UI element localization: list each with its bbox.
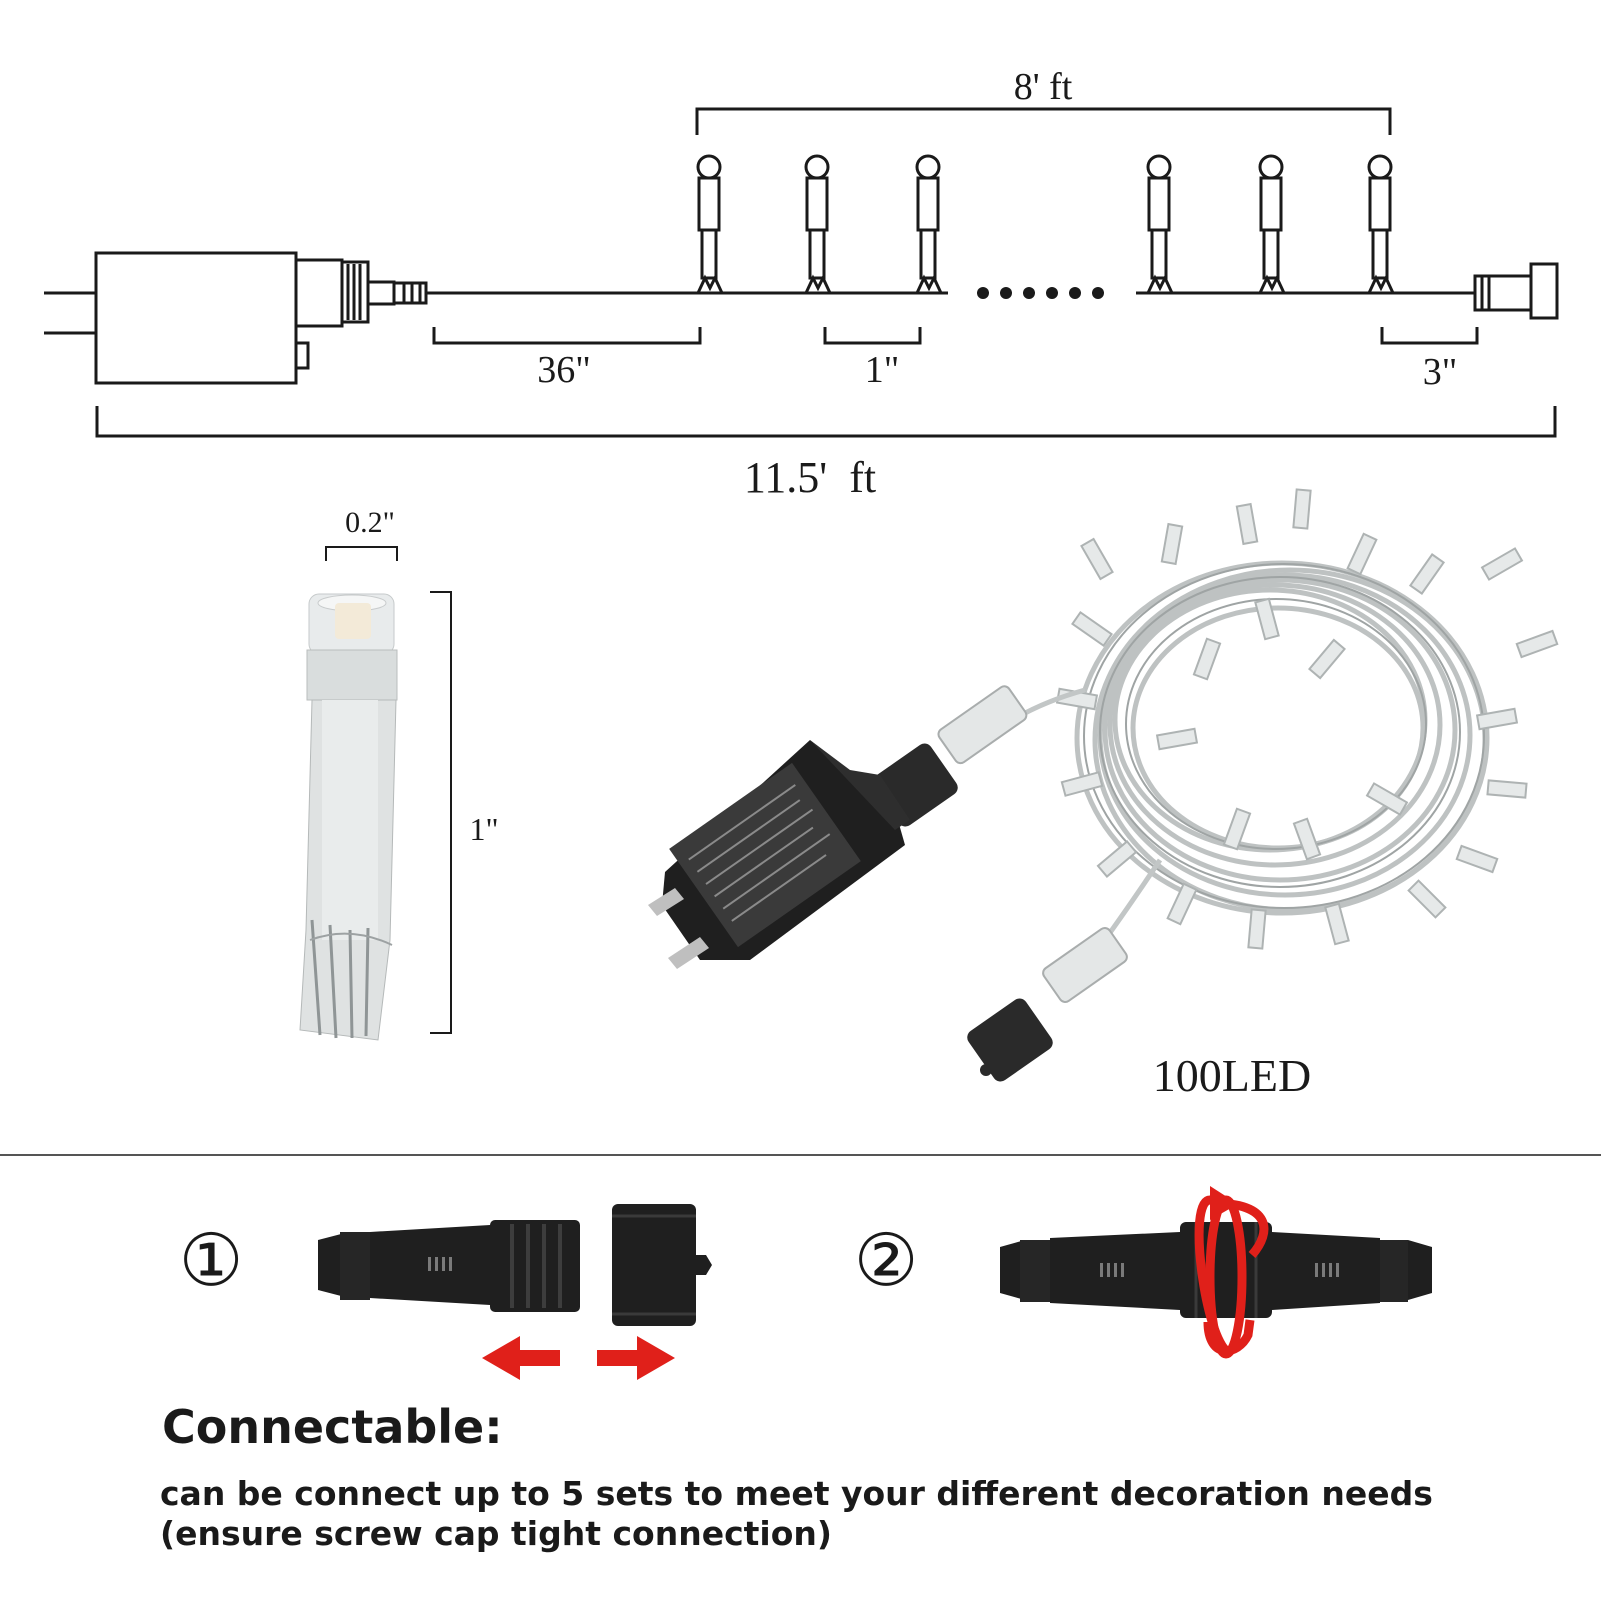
rotate-arrow-head-icon — [1210, 1186, 1238, 1220]
bulb-width-label: 0.2" — [345, 506, 395, 539]
bulb-icon — [1258, 154, 1286, 294]
lead-wire-bracket — [432, 327, 702, 345]
lit-length-bracket — [695, 107, 1392, 135]
led-bulb-photo — [299, 593, 398, 1041]
bulb-icon — [696, 154, 724, 294]
bulb-height-label: 1" — [469, 811, 498, 847]
end-lead-label: 3" — [1423, 351, 1458, 393]
bulb-icon — [804, 154, 832, 294]
connectable-description: can be connect up to 5 sets to meet your… — [160, 1474, 1433, 1513]
lit-length-label: 8' ft — [1014, 66, 1073, 108]
product-photo — [648, 488, 1559, 1082]
bulb-icon — [1367, 154, 1395, 294]
end-connector-icon — [1473, 262, 1559, 320]
end-lead-bracket — [1380, 327, 1479, 345]
step-2-connector-icon — [1000, 1222, 1432, 1318]
power-adapter-photo — [648, 740, 910, 969]
total-length-bracket — [95, 406, 1557, 438]
connectable-title: Connectable: — [162, 1400, 503, 1454]
bulb-spacing-label: 1" — [865, 349, 900, 391]
step-2-marker: ② — [854, 1218, 919, 1302]
step-1-connector-icon — [318, 1204, 712, 1326]
bulb-icon — [1146, 154, 1174, 294]
bulb-icon — [915, 154, 943, 294]
power-adapter-icon — [44, 251, 428, 385]
connectable-note: (ensure screw cap tight connection) — [160, 1514, 832, 1553]
bulb-width-bracket — [325, 546, 398, 561]
pull-apart-arrows-icon — [482, 1336, 675, 1380]
total-length-label: 11.5' ft — [744, 453, 876, 502]
led-bulbs-icon — [1055, 488, 1559, 950]
led-count-label: 100LED — [1153, 1050, 1311, 1101]
bulb-closeup: 0.2" 1" — [299, 506, 499, 1041]
string-schematic — [44, 107, 1559, 438]
bulb-height-bracket — [430, 591, 452, 1034]
step-1-marker: ① — [179, 1218, 244, 1302]
bulb-spacing-bracket — [823, 327, 922, 345]
lead-wire-label: 36" — [537, 349, 591, 391]
ellipsis-icon — [977, 287, 1104, 299]
